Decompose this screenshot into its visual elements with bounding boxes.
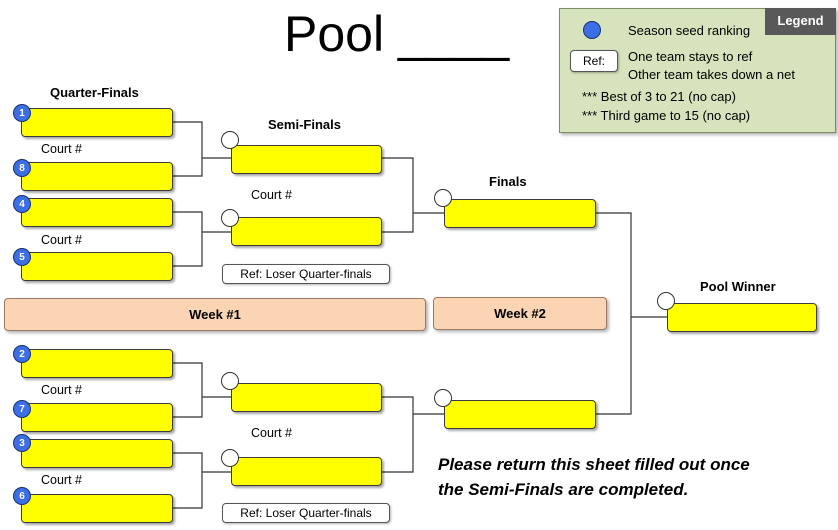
note-line-2: the Semi-Finals are completed. — [438, 480, 689, 499]
seed-badge-7: 7 — [13, 400, 31, 418]
sf-seed-circle-2[interactable] — [221, 209, 239, 227]
seed-badge-3: 3 — [13, 434, 31, 452]
heading-quarter-finals: Quarter-Finals — [50, 85, 139, 100]
legend-seed-icon — [583, 21, 601, 39]
pool-winner-seed-circle[interactable] — [657, 292, 675, 310]
qf-slot-seed-6[interactable] — [21, 494, 173, 523]
sf-seed-circle-1[interactable] — [221, 131, 239, 149]
seed-badge-6: 6 — [13, 487, 31, 505]
pool-winner-slot[interactable] — [667, 303, 817, 332]
qf-slot-seed-3[interactable] — [21, 439, 173, 468]
seed-badge-1: 1 — [13, 104, 31, 122]
note-line-1: Please return this sheet filled out once — [438, 455, 750, 474]
week-2-bar: Week #2 — [433, 297, 607, 330]
heading-semi-finals: Semi-Finals — [268, 117, 341, 132]
sf-slot-2[interactable] — [231, 217, 382, 246]
final-seed-circle-top[interactable] — [434, 189, 452, 207]
sf-slot-1[interactable] — [231, 145, 382, 174]
seed-badge-8: 8 — [13, 159, 31, 177]
qf-slot-seed-8[interactable] — [21, 162, 173, 191]
final-seed-circle-bottom[interactable] — [434, 389, 452, 407]
seed-badge-4: 4 — [13, 195, 31, 213]
sf-slot-3[interactable] — [231, 383, 382, 412]
legend-seed-text: Season seed ranking — [628, 23, 751, 38]
ref-loser-qf-bottom: Ref: Loser Quarter-finals — [222, 503, 390, 523]
return-sheet-note: Please return this sheet filled out once… — [438, 452, 750, 502]
legend-rule-1: *** Best of 3 to 21 (no cap) — [582, 89, 736, 104]
court-label-qf-1: Court # — [41, 142, 82, 156]
week-1-bar: Week #1 — [4, 298, 426, 331]
sf-seed-circle-3[interactable] — [221, 372, 239, 390]
qf-slot-seed-2[interactable] — [21, 349, 173, 378]
seed-badge-2: 2 — [13, 345, 31, 363]
legend-ref-chip: Ref: — [570, 50, 618, 72]
pool-title: Pool ____ — [284, 6, 510, 62]
qf-slot-seed-1[interactable] — [21, 108, 173, 137]
legend-rule-2: *** Third game to 15 (no cap) — [582, 108, 751, 123]
legend-panel: Legend Season seed ranking Ref: One team… — [559, 8, 836, 133]
sf-slot-4[interactable] — [231, 457, 382, 486]
court-label-qf-3: Court # — [41, 383, 82, 397]
final-slot-bottom[interactable] — [444, 400, 596, 429]
court-label-qf-4: Court # — [41, 473, 82, 487]
qf-slot-seed-4[interactable] — [21, 198, 173, 227]
sf-seed-circle-4[interactable] — [221, 449, 239, 467]
seed-badge-5: 5 — [13, 248, 31, 266]
qf-slot-seed-7[interactable] — [21, 403, 173, 432]
court-label-sf-top: Court # — [251, 188, 292, 202]
qf-slot-seed-5[interactable] — [21, 252, 173, 281]
court-label-qf-2: Court # — [41, 233, 82, 247]
legend-ref-line2: Other team takes down a net — [628, 67, 795, 82]
ref-loser-qf-top: Ref: Loser Quarter-finals — [222, 264, 390, 284]
legend-tab: Legend — [765, 8, 836, 35]
final-slot-top[interactable] — [444, 199, 596, 228]
heading-pool-winner: Pool Winner — [700, 279, 776, 294]
heading-finals: Finals — [489, 174, 527, 189]
legend-ref-line1: One team stays to ref — [628, 49, 753, 64]
court-label-sf-bottom: Court # — [251, 426, 292, 440]
